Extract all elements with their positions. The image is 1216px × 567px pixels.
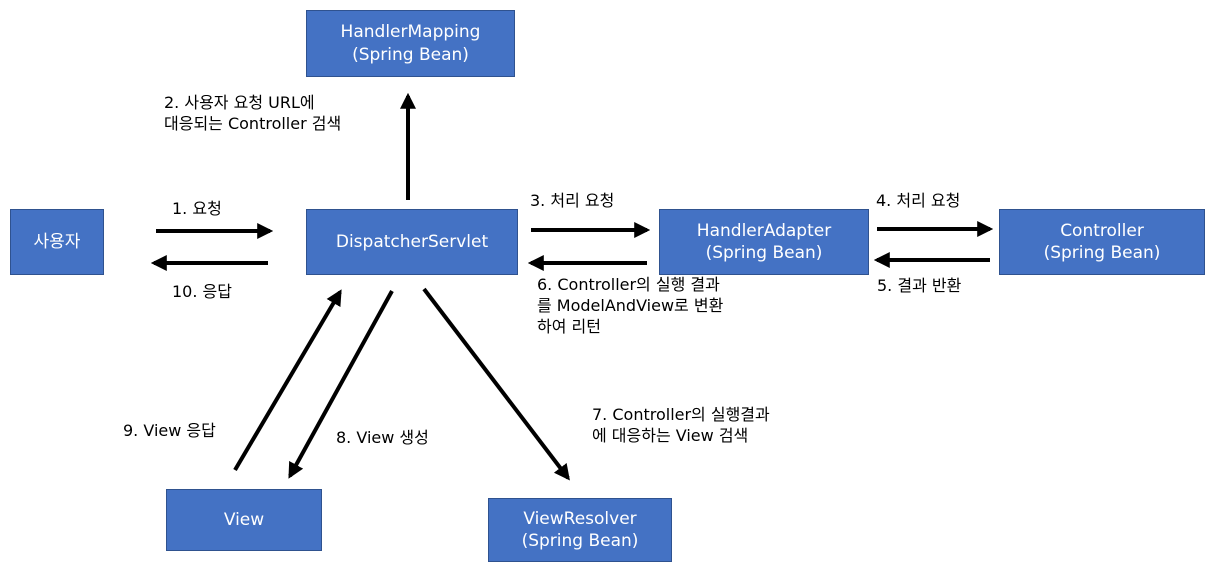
view-resolver-label: ViewResolver (Spring Bean) [521,508,639,551]
label-step6: 6. Controller의 실행 결과 를 ModelAndView로 변환 … [537,275,724,336]
arrow-find-view [422,287,570,481]
arrow-create-view [288,290,394,479]
arrow-view-response [233,289,342,472]
label-step3: 3. 처리 요청 [530,191,615,210]
label-step2: 2. 사용자 요청 URL에 대응되는 Controller 검색 [164,93,342,133]
handler-mapping-label: HandlerMapping (Spring Bean) [340,22,481,65]
user-box-label: 사용자 [33,231,81,252]
label-step9: 9. View 응답 [123,421,216,440]
label-step10: 10. 응답 [172,282,232,301]
controller-label: Controller (Spring Bean) [1043,220,1161,263]
label-step4: 4. 처리 요청 [876,191,961,210]
handler-mapping-box: HandlerMapping (Spring Bean) [306,10,515,77]
dispatcher-servlet-label: DispatcherServlet [335,231,489,252]
label-step7: 7. Controller의 실행결과 에 대응하는 View 검색 [592,405,770,445]
label-step5: 5. 결과 반환 [877,276,962,295]
controller-box: Controller (Spring Bean) [999,209,1205,275]
label-step8: 8. View 생성 [336,428,429,447]
view-resolver-box: ViewResolver (Spring Bean) [488,498,672,562]
label-step1: 1. 요청 [172,199,222,218]
view-box: View [166,489,322,551]
handler-adapter-box: HandlerAdapter (Spring Bean) [659,209,869,275]
view-label: View [223,509,265,530]
dispatcher-servlet-box: DispatcherServlet [306,209,518,275]
handler-adapter-label: HandlerAdapter (Spring Bean) [696,220,832,263]
user-box: 사용자 [10,209,104,275]
